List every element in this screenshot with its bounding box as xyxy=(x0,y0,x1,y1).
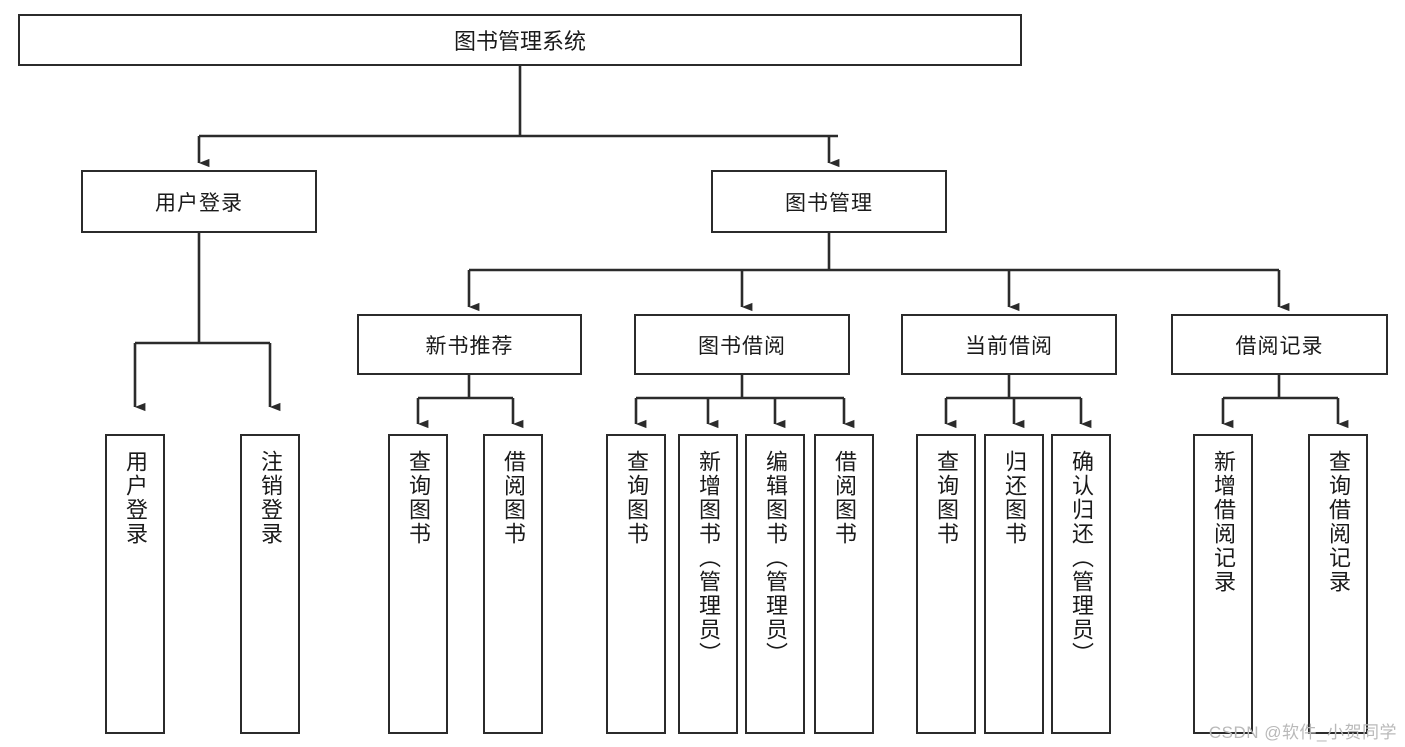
leaf-label: 新增图书（管理员） xyxy=(695,450,721,666)
leaf-query-book-recommend[interactable]: 查询图书 xyxy=(388,434,448,734)
leaf-borrow-book-recommend[interactable]: 借阅图书 xyxy=(483,434,543,734)
leaf-label: 查询图书 xyxy=(405,450,431,546)
leaf-label: 查询借阅记录 xyxy=(1325,450,1351,594)
leaf-label: 编辑图书（管理员） xyxy=(762,450,788,666)
leaf-label: 注销登录 xyxy=(257,450,283,546)
watermark-text: CSDN @软件_小贺同学 xyxy=(1208,723,1397,742)
node-current-borrow[interactable]: 当前借阅 xyxy=(901,314,1117,375)
leaf-query-book-borrow[interactable]: 查询图书 xyxy=(606,434,666,734)
leaf-borrow-book[interactable]: 借阅图书 xyxy=(814,434,874,734)
leaf-add-borrow-record[interactable]: 新增借阅记录 xyxy=(1193,434,1253,734)
node-book-management[interactable]: 图书管理 xyxy=(711,170,947,233)
leaf-label: 查询图书 xyxy=(623,450,649,546)
leaf-label: 查询图书 xyxy=(933,450,959,546)
leaf-query-borrow-record[interactable]: 查询借阅记录 xyxy=(1308,434,1368,734)
node-borrow-record[interactable]: 借阅记录 xyxy=(1171,314,1388,375)
node-new-book-recommend[interactable]: 新书推荐 xyxy=(357,314,582,375)
leaf-label: 借阅图书 xyxy=(500,450,526,546)
node-label: 新书推荐 xyxy=(425,334,514,358)
leaf-label: 新增借阅记录 xyxy=(1210,450,1236,594)
node-label: 用户登录 xyxy=(155,191,243,215)
leaf-confirm-return-admin[interactable]: 确认归还（管理员） xyxy=(1051,434,1111,734)
node-label: 图书管理 xyxy=(785,191,873,215)
node-label: 当前借阅 xyxy=(965,334,1053,358)
leaf-add-book-admin[interactable]: 新增图书（管理员） xyxy=(678,434,738,734)
leaf-label: 用户登录 xyxy=(122,450,148,546)
node-label: 借阅记录 xyxy=(1235,334,1324,358)
node-root-system[interactable]: 图书管理系统 xyxy=(18,14,1022,66)
leaf-logout[interactable]: 注销登录 xyxy=(240,434,300,734)
leaf-query-book-current[interactable]: 查询图书 xyxy=(916,434,976,734)
leaf-label: 借阅图书 xyxy=(831,450,857,546)
leaf-return-book[interactable]: 归还图书 xyxy=(984,434,1044,734)
leaf-edit-book-admin[interactable]: 编辑图书（管理员） xyxy=(745,434,805,734)
leaf-label: 归还图书 xyxy=(1001,450,1027,546)
leaf-label: 确认归还（管理员） xyxy=(1068,450,1094,666)
node-label: 图书借阅 xyxy=(698,334,786,358)
node-book-borrow[interactable]: 图书借阅 xyxy=(634,314,850,375)
leaf-user-login[interactable]: 用户登录 xyxy=(105,434,165,734)
node-user-login[interactable]: 用户登录 xyxy=(81,170,317,233)
node-label: 图书管理系统 xyxy=(453,29,586,54)
